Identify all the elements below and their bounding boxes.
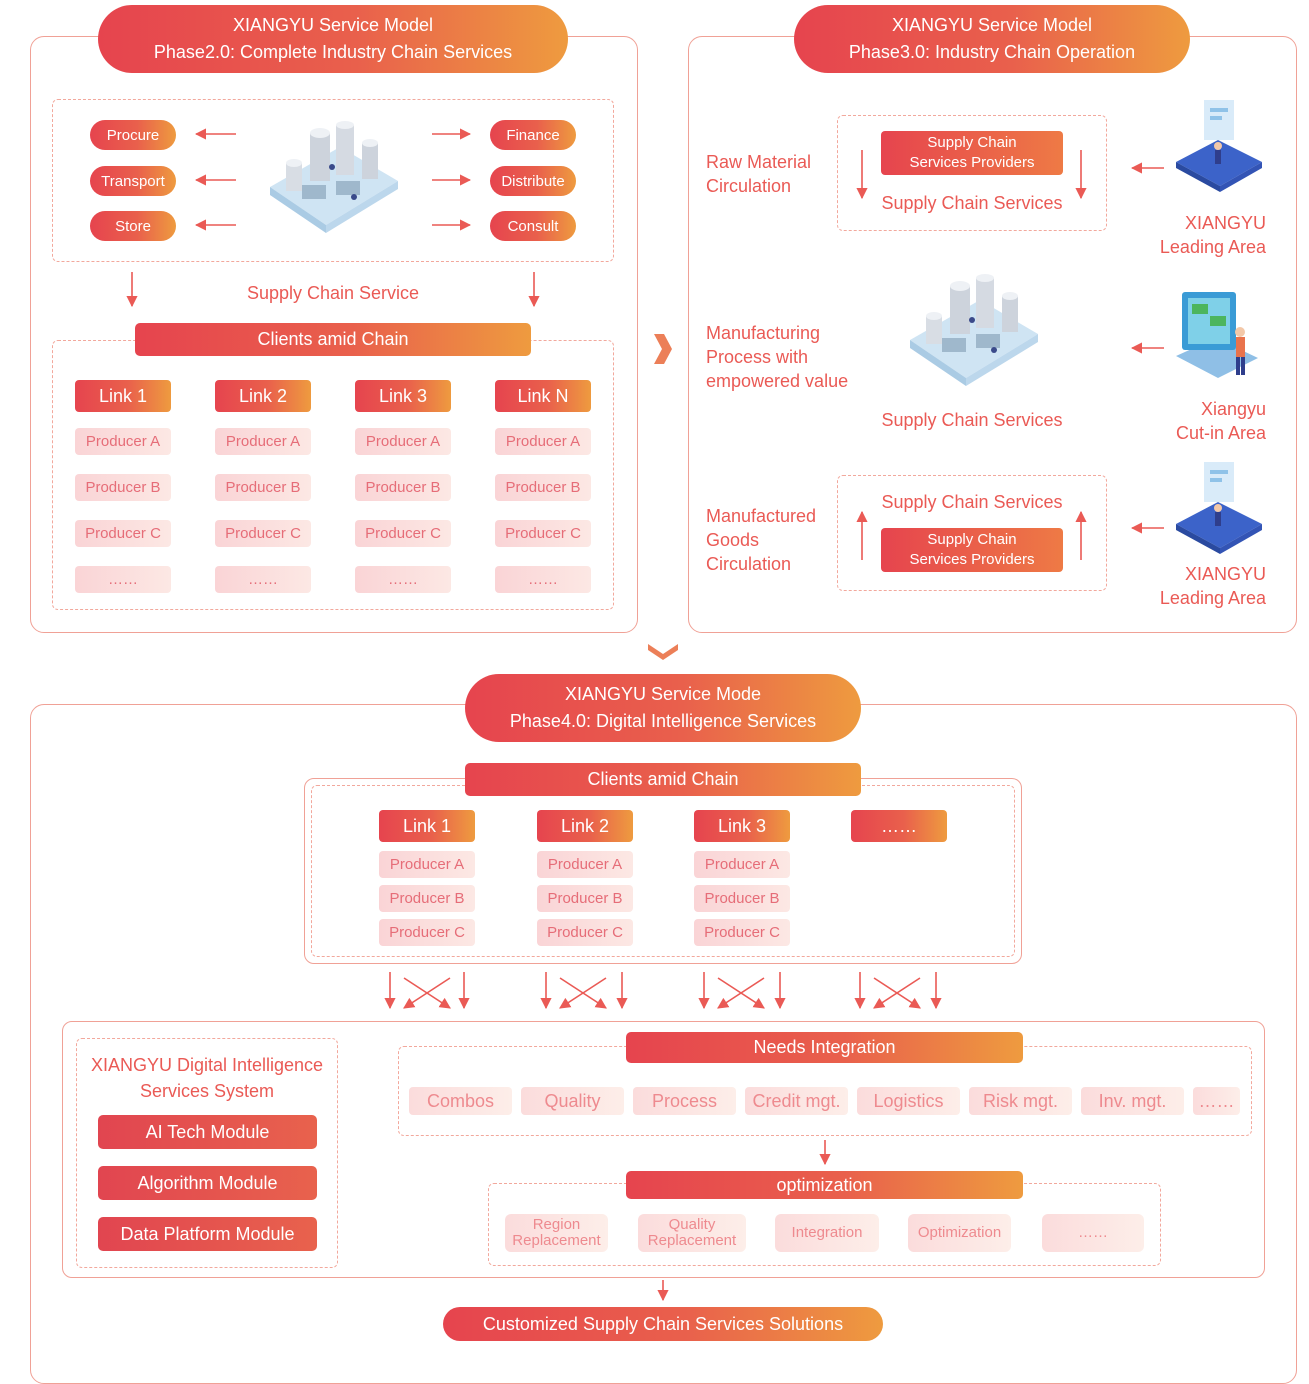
producer-item: Producer B [694,885,790,912]
producer-item: Producer C [355,520,451,547]
service-transport: Transport [90,166,176,196]
row3-services-label: Supply Chain Services [881,492,1063,512]
chevron-right-icon [654,334,672,364]
service-finance: Finance [490,120,576,150]
producer-item: Producer A [537,851,633,878]
module-algorithm: Algorithm Module [98,1166,317,1200]
module-ai-tech: AI Tech Module [98,1115,317,1149]
need-item: Quality [521,1087,624,1115]
link-header: Link N [495,380,591,412]
producer-item: Producer A [379,851,475,878]
producer-ellipsis: …… [75,566,171,593]
module-data-platform: Data Platform Module [98,1217,317,1251]
producer-item: Producer C [75,520,171,547]
link-ellipsis: …… [851,810,947,842]
producer-item: Producer A [75,428,171,455]
producer-item: Producer A [694,851,790,878]
producer-ellipsis: …… [215,566,311,593]
service-consult: Consult [490,211,576,241]
producer-item: Producer C [379,919,475,946]
producer-item: Producer B [75,474,171,501]
phase4-title-line2: Phase4.0: Digital Intelligence Services [509,711,817,731]
producer-item: Producer B [379,885,475,912]
person-device-illustration [1176,100,1262,192]
producer-ellipsis: …… [495,566,591,593]
crossing-arrows [384,972,942,1010]
phase2-title-line2: Phase2.0: Complete Industry Chain Servic… [153,42,513,62]
phase2-clients-bar: Clients amid Chain [135,323,531,356]
row1-box [837,115,1107,231]
phase3-title: XIANGYU Service Model Phase3.0: Industry… [794,5,1190,73]
link-header: Link 2 [537,810,633,842]
optimization-item: Integration [775,1214,879,1252]
phase4-title: XIANGYU Service Mode Phase4.0: Digital I… [465,674,861,742]
result-pill: Customized Supply Chain Services Solutio… [443,1307,883,1341]
person-screen-illustration [1176,292,1258,378]
link-header: Link 2 [215,380,311,412]
producer-item: Producer B [495,474,591,501]
producer-ellipsis: …… [355,566,451,593]
row3-box [837,475,1107,591]
service-procure: Procure [90,120,176,150]
system-box [76,1038,338,1268]
producer-item: Producer A [495,428,591,455]
need-item: Risk mgt. [969,1087,1072,1115]
link-header: Link 3 [355,380,451,412]
person-device-illustration [1176,462,1262,554]
producer-item: Producer B [215,474,311,501]
need-item: Logistics [857,1087,960,1115]
need-item: Credit mgt. [745,1087,848,1115]
factory-illustration [910,274,1038,386]
producer-item: Producer A [355,428,451,455]
phase2-supply-chain-label: Supply Chain Service [246,283,420,303]
row1-services-label: Supply Chain Services [881,193,1063,213]
producer-item: Producer B [355,474,451,501]
producer-item: Producer C [215,520,311,547]
phase4-lower-box [62,1021,1265,1278]
needs-bar: Needs Integration [626,1032,1023,1063]
phase3-title-line1: XIANGYU Service Model [891,15,1093,35]
link-header: Link 1 [75,380,171,412]
factory-illustration [270,121,398,233]
row3-right-text: XIANGYU Leading Area [1159,564,1266,608]
manufactured-goods-text: Manufactured Goods Circulation [706,506,817,574]
need-item: Inv. mgt. [1081,1087,1184,1115]
optimization-item: Region Replacement [505,1214,608,1252]
need-item: Combos [409,1087,512,1115]
phase3-title-line2: Phase3.0: Industry Chain Operation [848,42,1136,62]
producer-item: Producer C [495,520,591,547]
row1-right-text: XIANGYU Leading Area [1159,213,1266,257]
service-distribute: Distribute [490,166,576,196]
service-store: Store [90,211,176,241]
producer-item: Producer A [215,428,311,455]
phase2-title: XIANGYU Service Model Phase2.0: Complete… [98,5,568,73]
optimization-bar: optimization [626,1171,1023,1199]
optimization-item: …… [1042,1214,1144,1252]
phase4-clients-bar: Clients amid Chain [465,763,861,796]
arrows-layer [126,128,1164,1302]
need-item: Process [633,1087,736,1115]
row2-services-label: Supply Chain Services [881,410,1063,430]
producer-item: Producer B [537,885,633,912]
producer-item: Producer C [694,919,790,946]
row2-right-text: Xiangyu Cut-in Area [1175,399,1266,443]
system-title: XIANGYU Digital Intelligence Services Sy… [90,1055,324,1101]
row3-provider-box: Supply Chain Services Providers [881,528,1063,572]
producer-item: Producer C [537,919,633,946]
manufacturing-process-text: Manufacturing Process with empowered val… [706,323,849,391]
link-header: Link 1 [379,810,475,842]
chevron-down-icon [648,644,678,660]
link-header: Link 3 [694,810,790,842]
phase2-services-box [52,99,614,262]
optimization-item: Optimization [908,1214,1011,1252]
optimization-item: Quality Replacement [638,1214,746,1252]
phase4-title-line1: XIANGYU Service Mode [564,684,762,704]
need-item: …… [1193,1087,1240,1115]
row1-provider-box: Supply Chain Services Providers [881,131,1063,175]
raw-material-text: Raw Material Circulation [706,152,812,196]
phase2-title-line1: XIANGYU Service Model [232,15,434,35]
